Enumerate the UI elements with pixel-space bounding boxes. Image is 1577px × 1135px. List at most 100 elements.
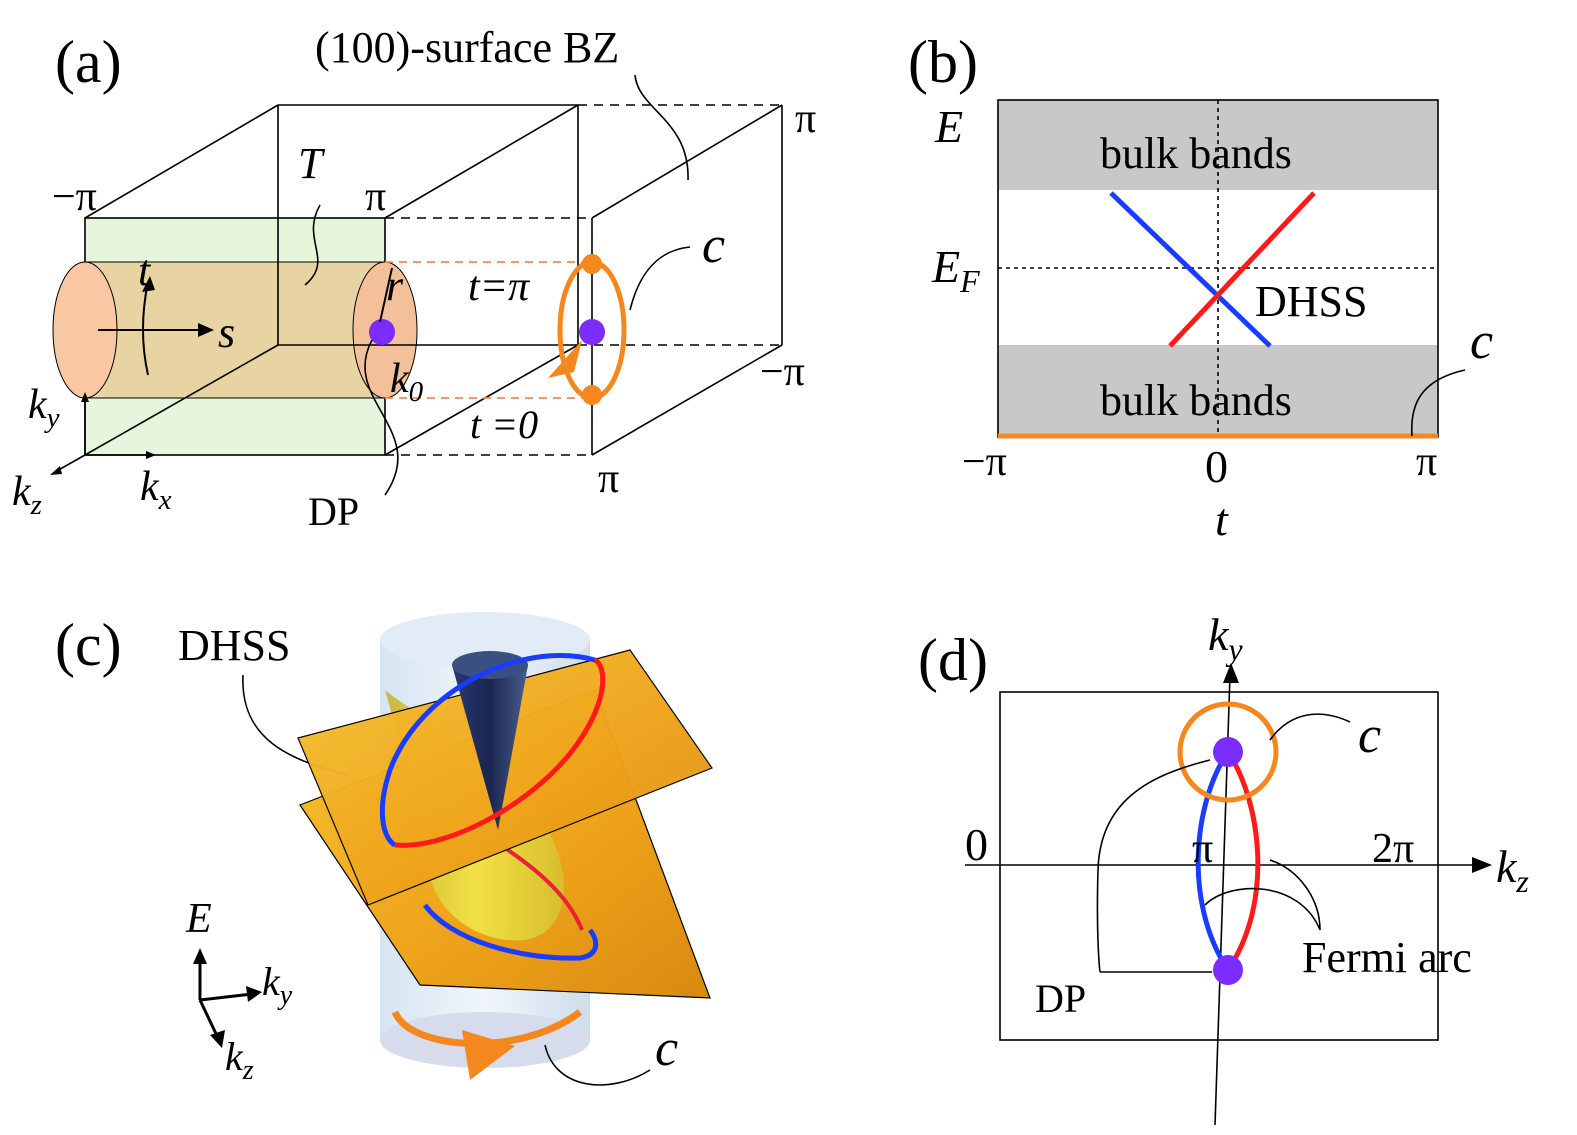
k-main: k xyxy=(140,464,160,510)
k-main: k xyxy=(390,356,410,402)
dhss-label-b: DHSS xyxy=(1255,277,1368,326)
fermi-arc-leader-red xyxy=(1269,859,1321,931)
kx-label: kx xyxy=(140,464,172,516)
tube-body xyxy=(85,262,385,398)
surface-bz-leader xyxy=(634,74,689,181)
dirac-point-bottom xyxy=(1213,955,1243,985)
ts-axes xyxy=(98,276,214,376)
panel-d-frame xyxy=(999,691,1439,1041)
ky-axis-label-d: ky xyxy=(1208,609,1243,667)
t-zero-point xyxy=(582,385,602,405)
k-subscript: y xyxy=(1225,631,1243,667)
ky-axis-arrow xyxy=(1223,663,1239,683)
ef-main: E xyxy=(931,241,960,292)
pi-bottom-right: π xyxy=(598,456,619,502)
e-label-b: E xyxy=(934,101,963,152)
k0-label: k0 xyxy=(390,356,424,408)
lower-loop-red xyxy=(503,846,584,931)
r-arrow xyxy=(379,267,393,323)
k-subscript: y xyxy=(44,402,60,434)
bulk-bottom-label: bulk bands xyxy=(1100,376,1292,425)
dhss-label-c: DHSS xyxy=(178,621,291,670)
t-zero-label: t =0 xyxy=(470,402,538,447)
k-subscript: y xyxy=(277,980,293,1011)
s-axis-label: s xyxy=(218,308,235,357)
t-pi-label: t=π xyxy=(468,264,530,310)
kz-axis-label-c: kz xyxy=(225,1034,254,1086)
c-label-a: c xyxy=(702,217,725,274)
t-pi-point xyxy=(582,254,602,274)
c-label-b: c xyxy=(1470,313,1493,370)
dirac-cone xyxy=(452,665,528,830)
loop-c-arrowhead xyxy=(462,1030,515,1080)
x-tick-zero: 0 xyxy=(1205,441,1228,492)
panel-a-label: (a) xyxy=(55,29,122,95)
dirac-point-surface xyxy=(579,319,605,345)
kz-axis-label-d: kz xyxy=(1496,841,1529,899)
loop-arrow xyxy=(548,340,582,378)
x-tick-minus-pi: −π xyxy=(962,439,1007,485)
loop-c-circle xyxy=(1177,701,1279,803)
dirac-point xyxy=(369,319,395,345)
fermi-arc-leader-blue xyxy=(1204,887,1321,931)
dp-label-a: DP xyxy=(308,489,359,534)
x-tick-pi: π xyxy=(1416,439,1437,485)
c-label-d: c xyxy=(1358,707,1381,764)
t-leader xyxy=(304,204,321,286)
c-leader-b xyxy=(1410,369,1466,437)
k-main: k xyxy=(12,469,32,515)
c-leader-a xyxy=(629,246,691,311)
panel-b: (b) E EF bulk bands bulk bands DHSS c −π… xyxy=(908,29,1493,545)
fermi-arc-label: Fermi arc xyxy=(1302,933,1472,982)
c-leader-c xyxy=(544,1044,651,1086)
dhss-red xyxy=(1168,191,1316,348)
surface-bz-square xyxy=(385,104,783,456)
c-label-c: c xyxy=(655,1020,678,1077)
lower-loop-blue xyxy=(422,903,599,961)
dp-label-d: DP xyxy=(1035,976,1086,1021)
ef-label-b: EF xyxy=(931,241,980,299)
minus-pi-right: −π xyxy=(760,349,805,395)
dirac-point-top xyxy=(1213,737,1243,767)
e-axis-label-c: E xyxy=(185,896,212,942)
k-main: k xyxy=(262,959,281,1004)
pi-top-front: π xyxy=(365,174,386,220)
k-main: k xyxy=(1208,609,1230,660)
pi-label-d: π xyxy=(1192,826,1213,872)
bz-box xyxy=(84,104,579,456)
minus-pi-top: −π xyxy=(52,174,97,220)
panel-d: (d) ky kz 0 π 2π c Fermi arc DP xyxy=(918,609,1529,1126)
upper-loop-blue xyxy=(379,653,596,848)
dhss-blue xyxy=(1109,191,1272,348)
kz-axis-arrow xyxy=(1472,857,1492,873)
k-subscript: z xyxy=(242,1055,254,1086)
ky-label: ky xyxy=(28,382,60,434)
k-main: k xyxy=(225,1034,244,1079)
ky-axis-label-c: ky xyxy=(262,959,293,1011)
panel-c-label: (c) xyxy=(55,612,122,678)
bulk-top-label: bulk bands xyxy=(1100,129,1292,178)
fermi-arc-red xyxy=(1225,750,1261,972)
k-axes xyxy=(50,392,156,475)
pi-top-right: π xyxy=(795,96,816,142)
c-leader-d xyxy=(1269,713,1351,741)
panel-b-label: (b) xyxy=(908,29,978,95)
surface-bz-label: (100)-surface BZ xyxy=(315,23,619,72)
k-subscript: 0 xyxy=(409,376,424,408)
k-subscript: x xyxy=(158,484,172,516)
fermi-arc-blue xyxy=(1195,750,1231,972)
panel-d-label: (d) xyxy=(918,627,988,693)
r-label: r xyxy=(386,261,404,310)
x-axis-label-b: t xyxy=(1215,494,1229,545)
two-pi-label-d: 2π xyxy=(1372,826,1414,872)
t-axis-label: t xyxy=(138,246,152,295)
eky-axes xyxy=(193,948,262,1048)
k-main: k xyxy=(28,382,48,428)
k-main: k xyxy=(1496,841,1518,892)
torus-label: T xyxy=(298,139,326,188)
k-subscript: z xyxy=(30,489,42,521)
k-subscript: z xyxy=(1515,863,1529,899)
dp-leader-top xyxy=(1096,759,1211,973)
cone-top xyxy=(452,651,528,679)
